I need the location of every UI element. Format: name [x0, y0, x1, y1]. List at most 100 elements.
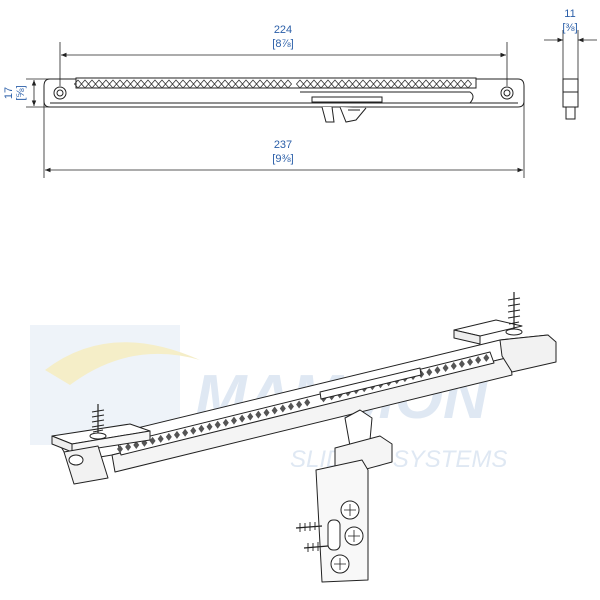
- right-mount-hole: [500, 86, 514, 100]
- iso-lattice-diamond: [222, 418, 229, 427]
- iso-right-flange-side: [453, 329, 481, 345]
- lattice-diamond: [143, 79, 153, 89]
- lattice-diamond: [164, 79, 174, 89]
- lattice-diamond: [94, 79, 104, 89]
- iso-lattice-diamond: [133, 440, 140, 449]
- lattice-diamond: [344, 79, 354, 89]
- lattice-diamond: [393, 79, 403, 89]
- lattice-diamond: [421, 79, 431, 89]
- iso-hanger-plate: [315, 459, 369, 583]
- lattice-diamond: [234, 79, 244, 89]
- right-mount-hole-inner: [503, 89, 511, 97]
- watermark-logo-swoosh: [45, 342, 200, 385]
- lattice-diamond: [213, 79, 223, 89]
- lattice-diamond: [80, 79, 90, 89]
- lattice-diamond: [442, 79, 452, 89]
- dim-height-in: [⅝]: [15, 85, 27, 100]
- lattice-diamond: [414, 79, 424, 89]
- lattice-diamond: [115, 79, 125, 89]
- iso-lattice-diamond: [483, 353, 490, 362]
- iso-lattice-diamond: [182, 428, 189, 437]
- dim-height-mm: 17: [3, 87, 15, 99]
- lattice-diamond: [330, 79, 340, 89]
- lattice-diamond: [428, 79, 438, 89]
- left-mount-hole: [53, 86, 67, 100]
- iso-lattice-diamond: [442, 364, 449, 373]
- dim-depth-mm: 11: [564, 8, 575, 20]
- lattice-diamond: [206, 79, 216, 89]
- lattice-diamond: [309, 79, 319, 89]
- iso-hanger-joint: [344, 409, 373, 447]
- iso-right-end-block: [499, 334, 557, 373]
- mechanism-spring: [311, 96, 383, 103]
- iso-lattice-diamond: [125, 442, 132, 451]
- iso-lattice-diamond: [263, 408, 270, 417]
- end-view-drawing: [562, 78, 579, 120]
- iso-lattice-diamond: [255, 410, 262, 419]
- lattice-diamond: [262, 79, 272, 89]
- lattice-diamond: [463, 79, 473, 89]
- dimension-inner-length: 224 [8⅞]: [59, 24, 508, 86]
- iso-lattice-diamond: [467, 357, 474, 366]
- lattice-diamond: [372, 79, 382, 89]
- lattice-diamond: [241, 79, 251, 89]
- iso-lattice-diamond: [434, 366, 441, 375]
- lattice-diamond: [295, 79, 305, 89]
- iso-lattice-diamond: [475, 355, 482, 364]
- lattice-diamond: [101, 79, 111, 89]
- lattice-diamond: [365, 79, 375, 89]
- lattice-diamond: [400, 79, 410, 89]
- iso-lattice-diamond: [247, 412, 254, 421]
- lattice-diamond: [316, 79, 326, 89]
- iso-lattice-diamond: [190, 426, 197, 435]
- iso-left-end-hole: [68, 454, 84, 466]
- iso-right-screw: [505, 292, 523, 336]
- iso-hanger-side-screw-2: [303, 542, 329, 552]
- lattice-diamond: [192, 79, 202, 89]
- lattice-diamond: [255, 79, 265, 89]
- end-view-body: [562, 78, 579, 108]
- iso-lattice-diamond: [279, 404, 286, 413]
- dimension-height: 17 [⅝]: [3, 78, 50, 108]
- lattice-diamond: [379, 79, 389, 89]
- iso-lattice-diamond: [287, 402, 294, 411]
- catch-hook-right: [339, 106, 367, 123]
- iso-lattice-diamond: [426, 368, 433, 377]
- lattice-diamond: [358, 79, 368, 89]
- lattice-diamond: [220, 79, 230, 89]
- iso-lattice-diamond: [214, 420, 221, 429]
- lattice-diamond: [171, 79, 181, 89]
- lattice-diamond: [407, 79, 417, 89]
- lattice-diamond: [351, 79, 361, 89]
- lattice-diamond: [178, 79, 188, 89]
- iso-lattice-diamond: [157, 434, 164, 443]
- lattice-diamond: [185, 79, 195, 89]
- iso-lattice-diamond: [239, 414, 246, 423]
- iso-hanger-side-screw-1: [295, 522, 323, 532]
- lattice-diamond: [276, 79, 286, 89]
- lattice-diamond: [87, 79, 97, 89]
- dimension-depth: 11 [⅜]: [544, 8, 597, 80]
- iso-lattice-diamond: [230, 416, 237, 425]
- lattice-band: [75, 77, 477, 89]
- iso-lattice-diamond: [296, 400, 303, 409]
- lattice-diamond: [108, 79, 118, 89]
- lattice-diamond: [456, 79, 466, 89]
- lattice-diamond: [302, 79, 312, 89]
- lattice-diamond: [337, 79, 347, 89]
- lattice-diamond: [136, 79, 146, 89]
- dim-inner-length-mm: 224: [274, 24, 292, 36]
- lattice-diamond: [227, 79, 237, 89]
- iso-lattice-diamond: [304, 398, 311, 407]
- dim-depth-in: [⅜]: [562, 22, 577, 34]
- iso-lattice-diamond: [165, 432, 172, 441]
- dim-total-length-in: [9⅜]: [272, 153, 293, 165]
- iso-lattice-diamond: [149, 436, 156, 445]
- iso-lattice-diamond: [198, 424, 205, 433]
- lattice-diamond: [435, 79, 445, 89]
- mechanism-housing: [300, 91, 474, 104]
- iso-slide-channel: [319, 367, 422, 400]
- lattice-diamond: [269, 79, 279, 89]
